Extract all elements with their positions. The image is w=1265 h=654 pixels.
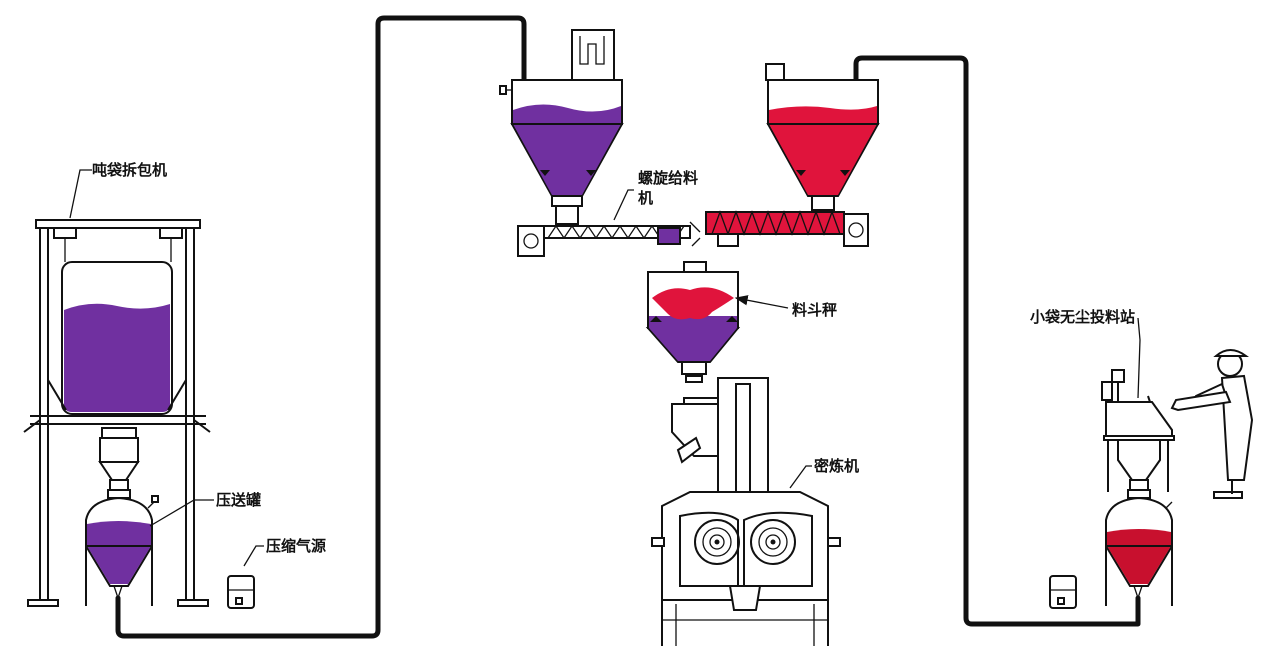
label-compressed-air: 压缩气源 <box>266 537 326 555</box>
label-screw-feeder-line1: 螺旋给料 <box>638 169 698 187</box>
label-bag-unloader: 吨袋拆包机 <box>92 161 167 179</box>
screw-feeder-left <box>517 221 701 257</box>
pipe-left-to-hopper <box>115 15 527 639</box>
conveying-pipes <box>115 15 1141 639</box>
leader-lines <box>69 169 1141 567</box>
label-screw-feeder-line2: 机 <box>638 189 653 207</box>
right-tank-powder <box>1107 529 1171 584</box>
pipe-right-to-hopper <box>853 55 1141 627</box>
pressure-tank-right <box>1105 489 1173 606</box>
hopper-scale <box>645 261 741 383</box>
purple-hopper <box>499 29 624 225</box>
compressed-air-source <box>227 575 255 609</box>
ton-bag-unloader <box>23 219 211 607</box>
label-pressure-tank: 压送罐 <box>216 491 261 509</box>
pressure-tank-left <box>85 489 159 606</box>
scale-mix-purple <box>649 316 737 361</box>
left-feeder-outlet <box>657 227 681 245</box>
scale-mix-red <box>652 287 734 320</box>
label-hopper-scale: 料斗秤 <box>792 301 837 319</box>
purple-hopper-powder <box>513 104 621 195</box>
labels: 吨袋拆包机 压送罐 压缩气源 螺旋给料 机 料斗秤 密炼机 小袋无尘投料站 <box>92 161 1135 555</box>
left-tank-powder <box>87 521 151 584</box>
red-hopper <box>765 63 880 211</box>
label-bag-station: 小袋无尘投料站 <box>1030 308 1135 326</box>
compressed-air-source-right <box>1049 575 1077 609</box>
bag-powder <box>64 303 170 412</box>
internal-mixer <box>651 377 841 646</box>
screw-feeder-right <box>705 210 869 247</box>
red-hopper-powder <box>769 106 877 195</box>
label-mixer: 密炼机 <box>814 457 859 475</box>
small-bag-dust-free-station <box>1101 349 1254 499</box>
